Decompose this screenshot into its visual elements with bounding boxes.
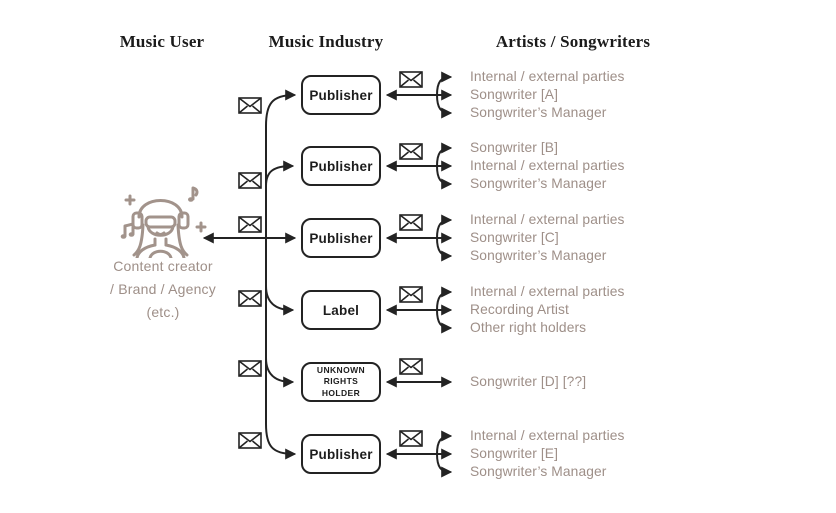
party-group-6: Internal / external parties Songwriter [… bbox=[470, 427, 730, 481]
header-music-industry: Music Industry bbox=[268, 32, 384, 51]
party-group-4: Internal / external parties Recording Ar… bbox=[470, 283, 730, 337]
right-fork-arrows bbox=[385, 71, 453, 478]
party-group-1: Internal / external parties Songwriter [… bbox=[470, 68, 730, 122]
left-trunk-arrows bbox=[202, 89, 297, 460]
party-line: Songwriter’s Manager bbox=[470, 176, 607, 191]
creator-label-line: / Brand / Agency bbox=[110, 281, 216, 297]
envelope-icon bbox=[238, 216, 262, 233]
content-creator-label: Content creator / Brand / Agency (etc.) bbox=[73, 255, 253, 324]
content-creator-icon bbox=[120, 186, 207, 258]
envelope-icon bbox=[399, 286, 423, 303]
header-artists-songwriters: Artists / Songwriters bbox=[495, 32, 651, 51]
publisher-box-1: Publisher bbox=[301, 75, 381, 115]
party-line: Songwriter [B] bbox=[470, 140, 559, 155]
envelope-icon bbox=[399, 143, 423, 160]
party-line: Internal / external parties bbox=[470, 284, 625, 299]
party-line: Other right holders bbox=[470, 320, 587, 335]
party-group-3: Internal / external parties Songwriter [… bbox=[470, 211, 730, 265]
party-line: Songwriter [A] bbox=[470, 87, 559, 102]
creator-label-line: Content creator bbox=[113, 258, 213, 274]
publisher-box-2: Publisher bbox=[301, 146, 381, 186]
envelope-icon bbox=[238, 172, 262, 189]
party-line: Songwriter’s Manager bbox=[470, 248, 607, 263]
envelope-icon bbox=[238, 432, 262, 449]
party-line: Songwriter’s Manager bbox=[470, 464, 607, 479]
party-group-2: Songwriter [B] Internal / external parti… bbox=[470, 139, 730, 193]
party-group-5: Songwriter [D] [??] bbox=[470, 373, 730, 391]
party-line: Internal / external parties bbox=[470, 69, 625, 84]
party-line: Internal / external parties bbox=[470, 428, 625, 443]
envelope-icon bbox=[399, 358, 423, 375]
envelope-icon bbox=[399, 71, 423, 88]
envelope-icon bbox=[238, 97, 262, 114]
party-line: Recording Artist bbox=[470, 302, 569, 317]
creator-label-line: (etc.) bbox=[146, 304, 180, 320]
envelope-icon bbox=[399, 430, 423, 447]
party-line: Songwriter’s Manager bbox=[470, 105, 607, 120]
party-line: Internal / external parties bbox=[470, 158, 625, 173]
party-line: Internal / external parties bbox=[470, 212, 625, 227]
envelope-icon bbox=[399, 214, 423, 231]
publisher-box-3: Publisher bbox=[301, 218, 381, 258]
party-line: Songwriter [D] [??] bbox=[470, 374, 587, 389]
party-line: Songwriter [C] bbox=[470, 230, 559, 245]
unknown-rights-holder-box: UNKNOWN RIGHTS HOLDER bbox=[301, 362, 381, 402]
publisher-box-4: Publisher bbox=[301, 434, 381, 474]
party-line: Songwriter [E] bbox=[470, 446, 559, 461]
header-music-user: Music User bbox=[119, 32, 205, 51]
envelope-icon bbox=[238, 360, 262, 377]
label-box: Label bbox=[301, 290, 381, 330]
